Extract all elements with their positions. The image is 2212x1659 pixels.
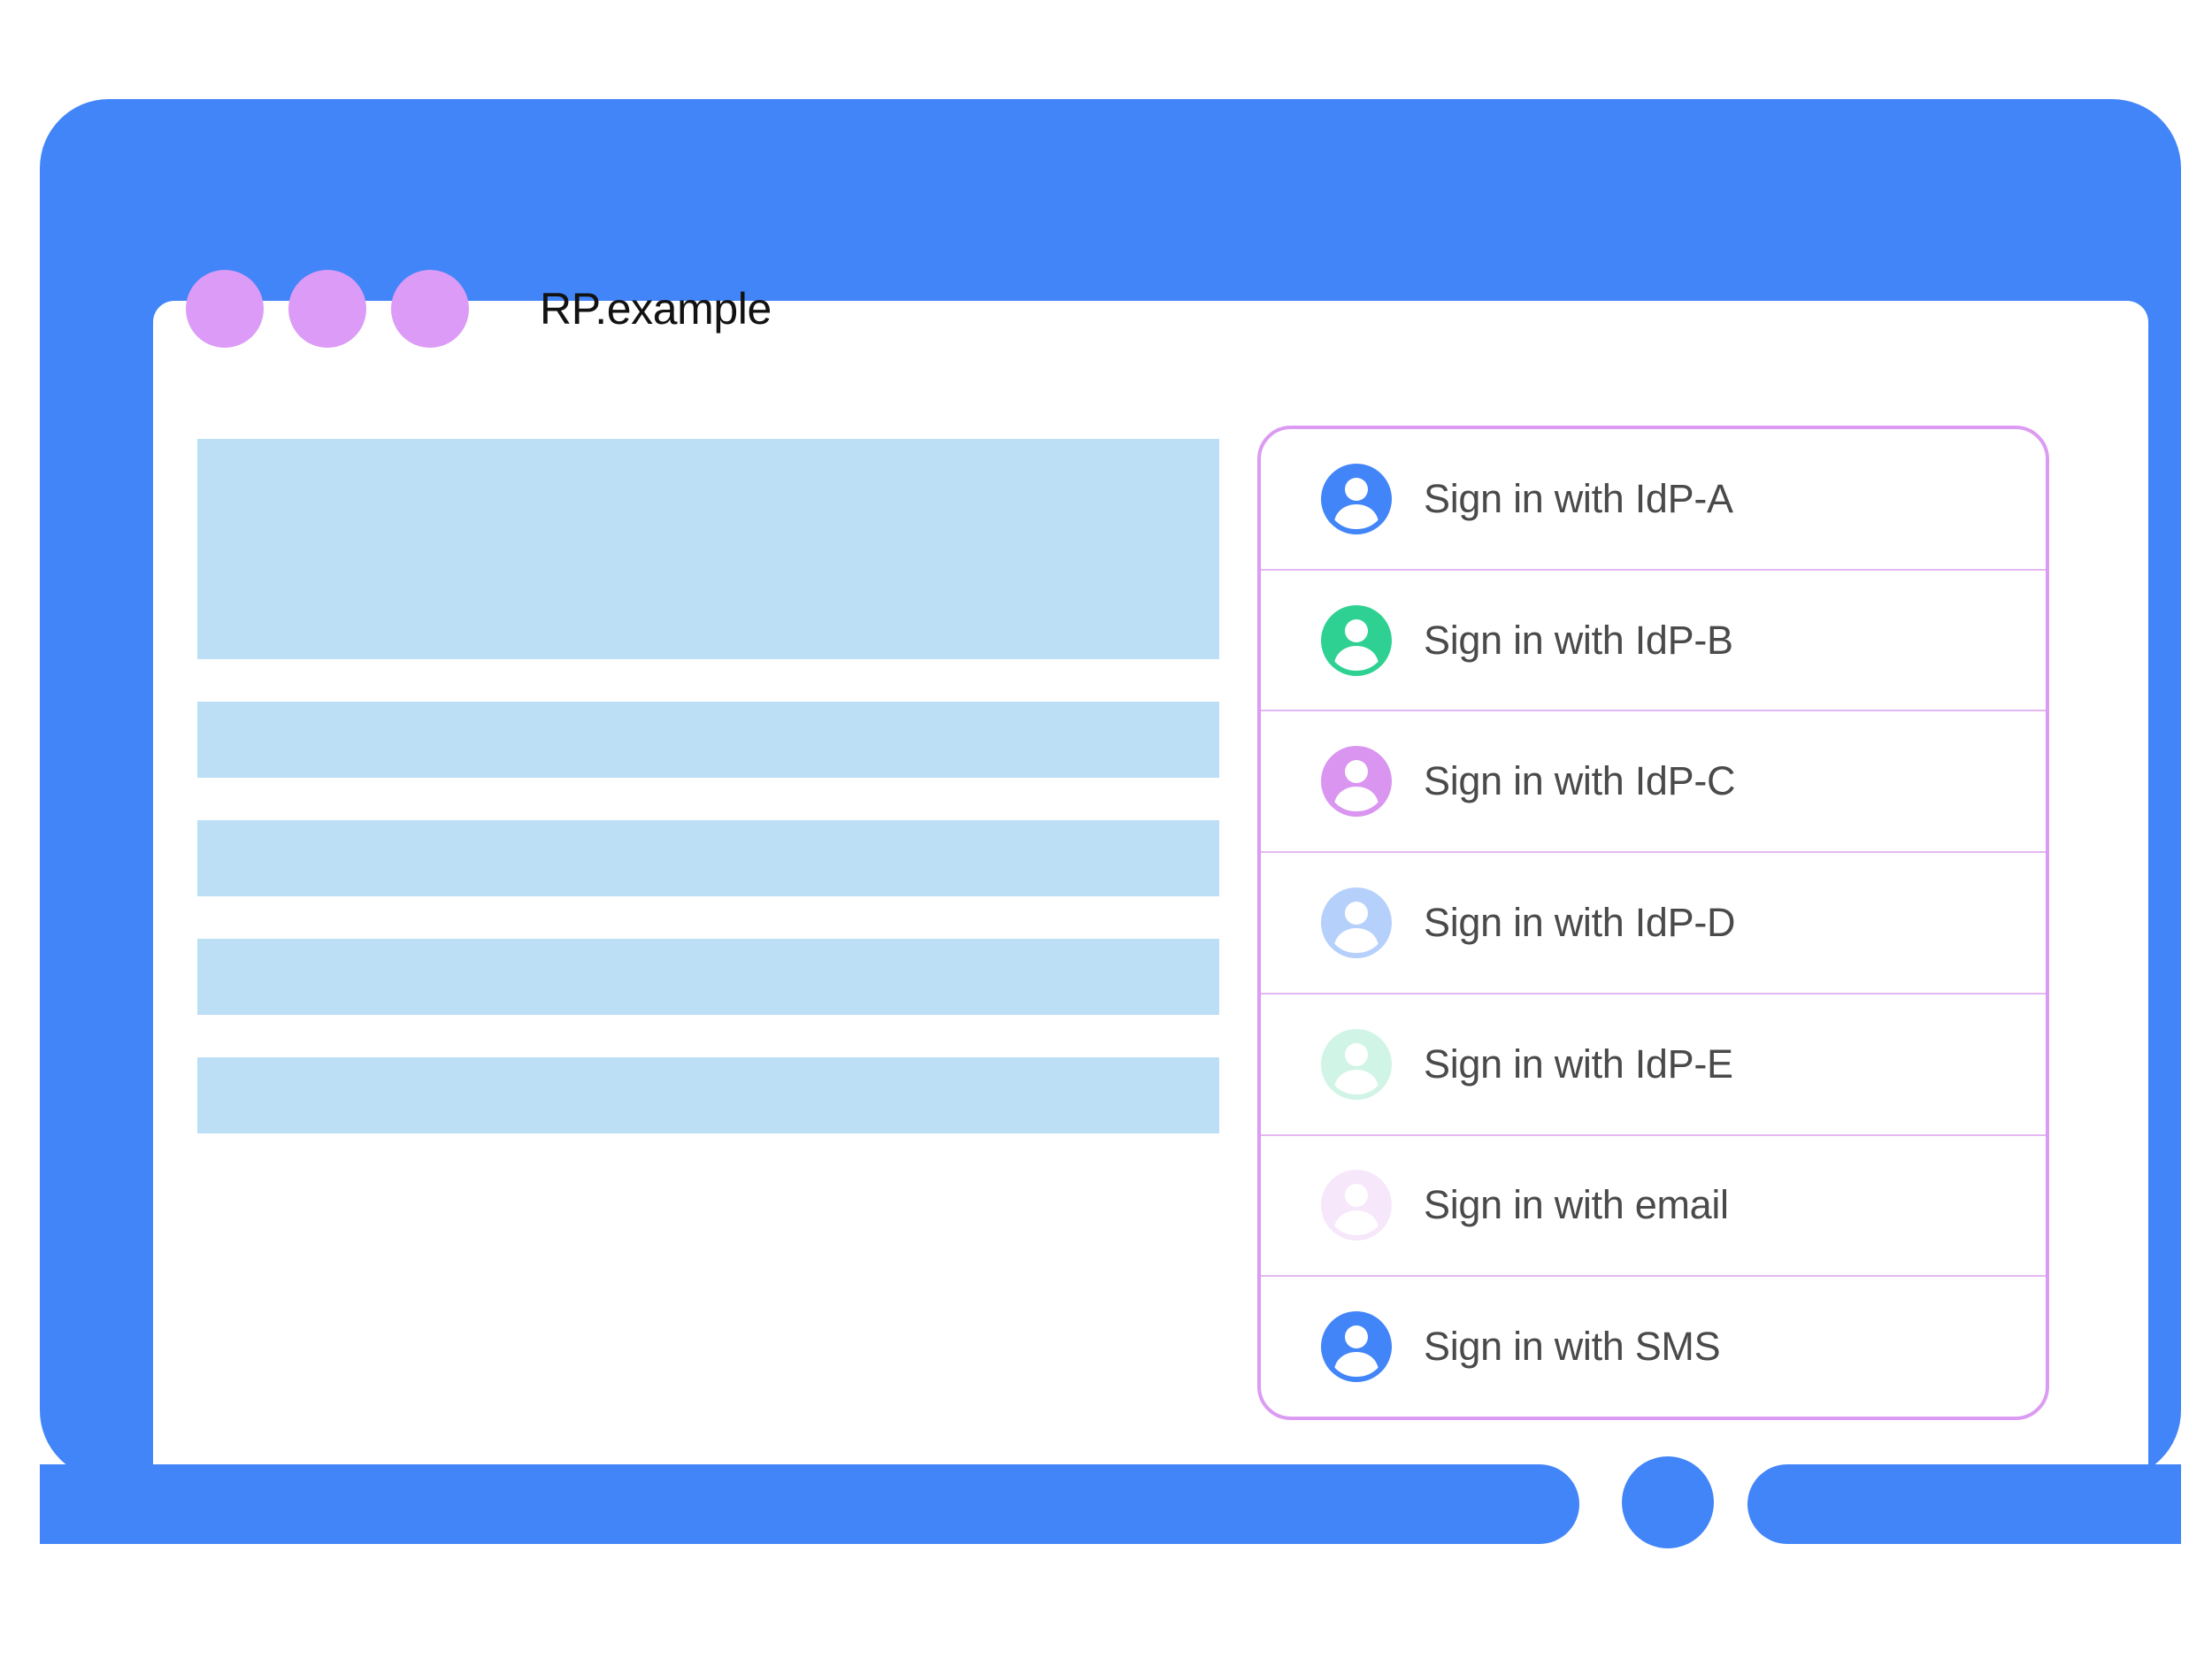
signin-options-list: Sign in with IdP-A Sign in with IdP-B Sign…: [1261, 429, 2046, 1417]
text-line-placeholder-3: [197, 939, 1219, 1015]
signin-option-7[interactable]: Sign in with SMS: [1261, 1277, 2046, 1417]
window-dot-2[interactable]: [288, 270, 366, 348]
person-avatar-icon: [1321, 1311, 1392, 1383]
signin-option-label: Sign in with IdP-D: [1424, 900, 1736, 946]
person-avatar-icon: [1321, 463, 1392, 534]
text-line-placeholder-1: [197, 702, 1219, 778]
person-avatar-icon: [1321, 604, 1392, 676]
page-title: RP.example: [540, 284, 772, 334]
signin-option-5[interactable]: Sign in with IdP-E: [1261, 995, 2046, 1136]
signin-option-6[interactable]: Sign in with email: [1261, 1136, 2046, 1278]
person-avatar-icon: [1321, 1170, 1392, 1241]
signin-option-label: Sign in with IdP-E: [1424, 1041, 1733, 1087]
signin-option-1[interactable]: Sign in with IdP-A: [1261, 429, 2046, 571]
text-line-placeholder-4: [197, 1057, 1219, 1133]
browser-titlebar: RP.example: [186, 270, 772, 348]
signin-option-label: Sign in with SMS: [1424, 1324, 1721, 1370]
signin-option-label: Sign in with email: [1424, 1182, 1729, 1228]
window-dot-1[interactable]: [186, 270, 264, 348]
person-avatar-icon: [1321, 1028, 1392, 1100]
person-avatar-icon: [1321, 887, 1392, 959]
device-bottom-bar-right: [1747, 1464, 2181, 1544]
signin-option-label: Sign in with IdP-A: [1424, 475, 1733, 521]
hero-placeholder: [197, 439, 1219, 659]
signin-option-3[interactable]: Sign in with IdP-C: [1261, 711, 2046, 854]
signin-option-2[interactable]: Sign in with IdP-B: [1261, 571, 2046, 712]
device-home-button[interactable]: [1622, 1456, 1714, 1548]
signin-option-label: Sign in with IdP-B: [1424, 617, 1733, 663]
signin-option-label: Sign in with IdP-C: [1424, 758, 1736, 804]
page-content-placeholders: [197, 439, 1219, 1133]
window-dot-3[interactable]: [391, 270, 469, 348]
person-avatar-icon: [1321, 746, 1392, 818]
signin-account-chooser: Sign in with IdP-A Sign in with IdP-B Sign…: [1257, 426, 2049, 1420]
signin-option-4[interactable]: Sign in with IdP-D: [1261, 853, 2046, 995]
device-bottom-bar-left: [40, 1464, 1579, 1544]
text-line-placeholder-2: [197, 820, 1219, 896]
